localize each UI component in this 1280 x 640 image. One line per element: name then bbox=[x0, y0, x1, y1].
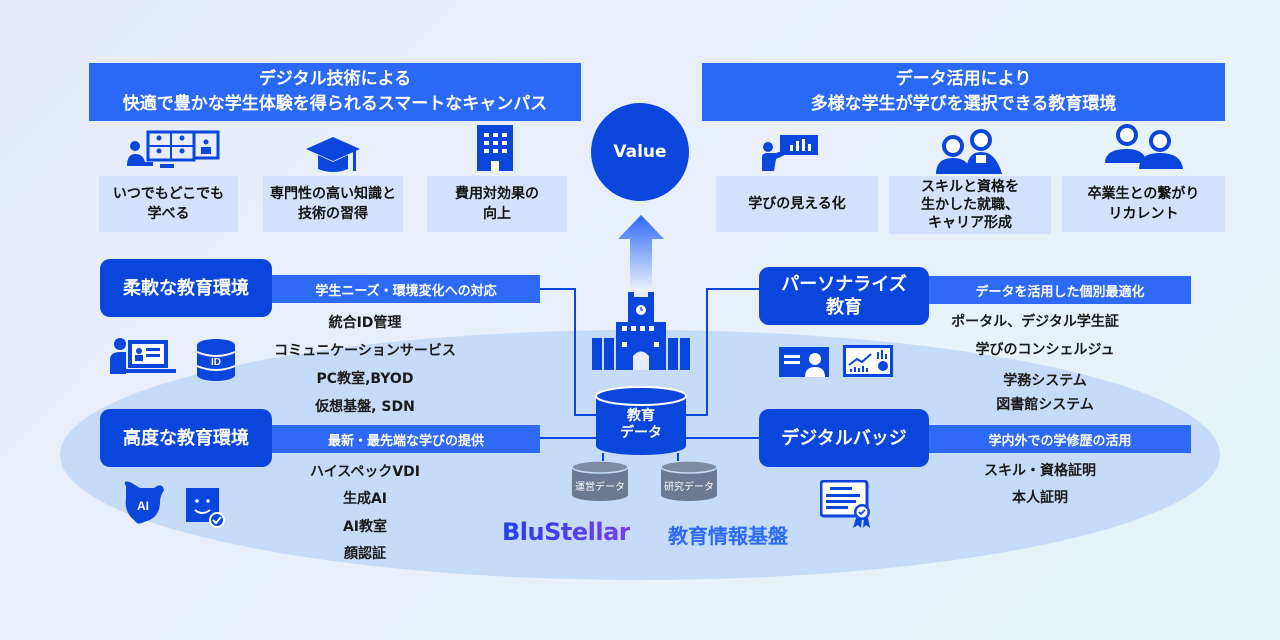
card-text: 卒業生との繋がり bbox=[1087, 186, 1200, 202]
card-text: 技術の習得 bbox=[298, 206, 368, 222]
list-item: 学務システム bbox=[1003, 373, 1087, 389]
right-value-banner: データ活用により 多様な学生が学びを選択できる教育環境 bbox=[702, 63, 1225, 121]
value-circle: Value bbox=[591, 103, 689, 201]
connector-line bbox=[706, 288, 760, 290]
svg-text:AI: AI bbox=[137, 499, 149, 513]
section-personalized-title: パーソナライズ教育 bbox=[759, 267, 929, 325]
db-text: データ bbox=[620, 425, 662, 441]
section-flexible-subtitle: 学生ニーズ・環境変化への対応 bbox=[272, 275, 540, 303]
section-personalized-subtitle: データを活用した個別最適化 bbox=[929, 276, 1191, 304]
section-title-text: デジタルバッジ bbox=[781, 427, 907, 449]
blustellar-logo: BluStellar bbox=[502, 518, 631, 546]
list-item: 図書館システム bbox=[996, 397, 1094, 413]
list-item: 顔認証 bbox=[344, 546, 386, 562]
subtitle-text: 最新・最先端な学びの提供 bbox=[327, 433, 484, 449]
list-item: ハイスペックVDI bbox=[310, 464, 420, 480]
db-text: 教育 bbox=[627, 408, 655, 424]
list-item: 本人証明 bbox=[1012, 490, 1068, 506]
value-card-expertise: 専門性の高い知識と技術の習得 bbox=[263, 176, 403, 232]
card-text: スキルと資格を bbox=[921, 179, 1019, 195]
subtitle-text: 学生ニーズ・環境変化への対応 bbox=[315, 283, 497, 299]
section-title-text: 高度な教育環境 bbox=[123, 427, 249, 449]
list-item: 仮想基盤, SDN bbox=[315, 399, 415, 415]
card-text: 学べる bbox=[147, 206, 190, 222]
section-flexible-title: 柔軟な教育環境 bbox=[100, 259, 272, 317]
online-meeting-icon bbox=[127, 130, 220, 168]
section-title-text: パーソナライズ bbox=[781, 274, 907, 295]
face-recognition-icon bbox=[186, 488, 225, 528]
list-item: スキル・資格証明 bbox=[984, 463, 1096, 479]
education-data-label: 教育 データ bbox=[595, 408, 687, 442]
value-card-cost: 費用対効果の向上 bbox=[427, 176, 567, 232]
list-item: 学びのコンシェルジュ bbox=[975, 342, 1115, 358]
list-item: 統合ID管理 bbox=[328, 315, 402, 331]
db-label: 運営データ bbox=[575, 482, 625, 493]
list-item: AI教室 bbox=[342, 519, 388, 535]
left-banner-line2: 快適で豊かな学生体験を得られるスマートなキャンパス bbox=[122, 94, 548, 114]
database-cylinder-icon bbox=[571, 461, 629, 501]
student-id-card-icon bbox=[779, 347, 829, 377]
card-text: いつでもどこでも bbox=[112, 186, 225, 202]
operations-data-db: 運営データ bbox=[571, 461, 629, 501]
value-card-career: スキルと資格を生かした就職、キャリア形成 bbox=[889, 176, 1051, 234]
connector-line bbox=[574, 414, 604, 416]
connector-line bbox=[684, 414, 708, 416]
section-title-text: 柔軟な教育環境 bbox=[123, 277, 249, 299]
campus-building-icon bbox=[592, 292, 690, 370]
svg-text:ID: ID bbox=[211, 357, 221, 368]
research-data-db: 研究データ bbox=[660, 461, 718, 501]
database-cylinder-icon bbox=[595, 386, 687, 455]
section-advanced-title: 高度な教育環境 bbox=[100, 409, 272, 467]
education-data-db: 教育 データ bbox=[595, 386, 687, 456]
list-item: コミュニケーションサービス bbox=[274, 343, 456, 359]
id-database-icon: ID bbox=[196, 339, 236, 381]
connector-line bbox=[677, 453, 679, 465]
card-text: 学びの見える化 bbox=[748, 196, 846, 212]
card-text: 費用対効果の bbox=[455, 186, 539, 202]
connector-line bbox=[540, 437, 600, 439]
subtitle-text: 学内外での学修歴の活用 bbox=[988, 433, 1132, 449]
card-text: 生かした就職、 bbox=[921, 197, 1019, 213]
ai-icon: AI bbox=[124, 481, 164, 524]
left-banner-line1: デジタル技術による bbox=[258, 69, 412, 89]
list-item: ポータル、デジタル学生証 bbox=[951, 314, 1119, 330]
platform-label: 教育情報基盤 bbox=[668, 524, 788, 548]
connector-line bbox=[602, 453, 604, 465]
section-badge-subtitle: 学内外での学修歴の活用 bbox=[929, 425, 1191, 453]
connector-line bbox=[706, 288, 708, 415]
list-item: 生成AI bbox=[342, 491, 388, 507]
graduation-cap-icon bbox=[306, 137, 360, 172]
card-text: キャリア形成 bbox=[928, 215, 1012, 231]
value-card-visualization: 学びの見える化 bbox=[716, 176, 878, 232]
connector-line bbox=[684, 437, 760, 439]
business-people-icon bbox=[936, 129, 1002, 174]
connector-line bbox=[540, 288, 575, 290]
right-banner-line2: 多様な学生が学びを選択できる教育環境 bbox=[810, 94, 1117, 114]
section-badge-title: デジタルバッジ bbox=[759, 409, 929, 467]
card-text: 専門性の高い知識と bbox=[270, 186, 396, 202]
value-card-anywhere: いつでもどこでも学べる bbox=[99, 176, 238, 232]
section-advanced-subtitle: 最新・最先端な学びの提供 bbox=[272, 425, 540, 453]
certificate-badge-icon bbox=[820, 480, 870, 528]
database-cylinder-icon bbox=[660, 461, 718, 501]
connector-line bbox=[574, 288, 576, 415]
building-icon bbox=[477, 125, 513, 171]
card-text: 向上 bbox=[483, 206, 511, 222]
up-arrow-icon bbox=[618, 215, 664, 290]
subtitle-text: データを活用した個別最適化 bbox=[975, 284, 1145, 300]
db-label: 研究データ bbox=[664, 482, 714, 493]
analytics-dashboard-icon bbox=[843, 345, 893, 377]
presentation-chart-icon bbox=[762, 135, 818, 171]
value-label: Value bbox=[613, 142, 667, 162]
right-banner-line1: データ活用により bbox=[895, 69, 1032, 89]
value-card-alumni: 卒業生との繋がりリカレント bbox=[1062, 176, 1225, 232]
list-item: PC教室,BYOD bbox=[316, 371, 414, 387]
alumni-people-icon bbox=[1105, 124, 1183, 169]
left-value-banner: デジタル技術による 快適で豊かな学生体験を得られるスマートなキャンパス bbox=[89, 63, 581, 121]
card-text: リカレント bbox=[1108, 206, 1179, 222]
section-title-text: 教育 bbox=[826, 297, 862, 318]
laptop-user-icon bbox=[110, 338, 176, 374]
